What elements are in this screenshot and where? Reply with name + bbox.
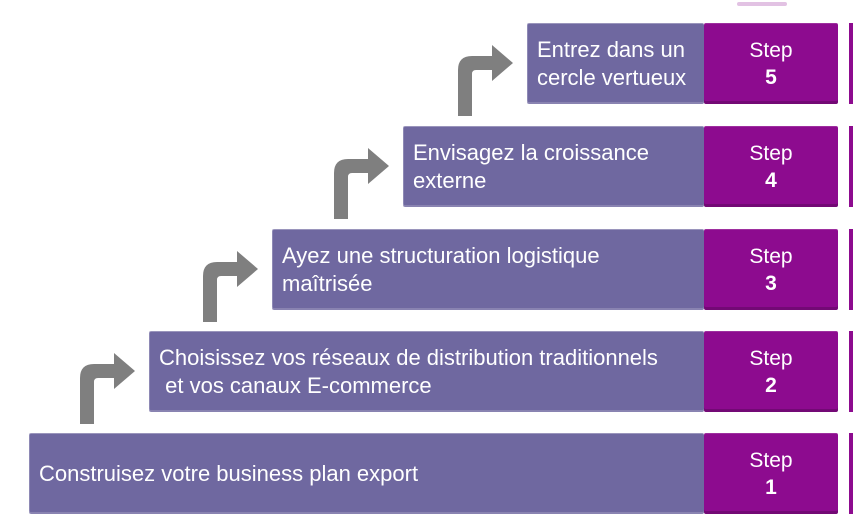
step-row-4: Envisagez la croissance externe Step 4 (0, 126, 857, 207)
step-3-bar: Ayez une structuration logistique maîtri… (272, 229, 704, 310)
step-1-bar: Construisez votre business plan export (29, 433, 704, 514)
step-4-number: 4 (765, 168, 777, 192)
step-1-number: 1 (765, 475, 777, 499)
step-1-number-box: Step 1 (704, 433, 838, 514)
step-2-number-box: Step 2 (704, 331, 838, 412)
step-5-number: 5 (765, 65, 777, 89)
step-2-description: Choisissez vos réseaux de distribution t… (159, 344, 658, 398)
curved-arrow-icon (334, 147, 389, 219)
step-1-description: Construisez votre business plan export (39, 460, 419, 486)
step-1-cropped-box-sliver (849, 433, 853, 514)
step-5-label: Step (749, 38, 793, 62)
step-5-number-box: Step 5 (704, 23, 838, 104)
step-row-5: Entrez dans un cercle vertueux Step 5 (0, 23, 857, 104)
step-row-2: Choisissez vos réseaux de distribution t… (0, 331, 857, 412)
step-row-1: Construisez votre business plan export S… (0, 433, 857, 514)
step-3-cropped-box-sliver (849, 229, 853, 310)
step-2-number: 2 (765, 373, 777, 397)
step-4-label: Step (749, 141, 793, 165)
step-3-label: Step (749, 244, 793, 268)
step-4-description: Envisagez la croissance externe (413, 139, 650, 193)
step-4-cropped-box-sliver (849, 126, 853, 207)
step-5-description: Entrez dans un cercle vertueux (537, 36, 687, 90)
curved-arrow-icon (80, 352, 135, 424)
step-2-cropped-box-sliver (849, 331, 853, 412)
curved-arrow-icon (458, 44, 513, 116)
step-5-cropped-box-sliver (849, 23, 853, 104)
step-1-label: Step (749, 448, 793, 472)
top-crop-artifact (737, 2, 787, 6)
curved-arrow-icon (203, 250, 258, 322)
step-3-number: 3 (765, 271, 777, 295)
step-4-number-box: Step 4 (704, 126, 838, 207)
step-3-number-box: Step 3 (704, 229, 838, 310)
step-5-bar: Entrez dans un cercle vertueux (527, 23, 704, 104)
step-row-3: Ayez une structuration logistique maîtri… (0, 229, 857, 310)
step-4-bar: Envisagez la croissance externe (403, 126, 704, 207)
step-2-bar: Choisissez vos réseaux de distribution t… (149, 331, 704, 412)
step-2-label: Step (749, 346, 793, 370)
step-3-description: Ayez une structuration logistique maîtri… (282, 242, 600, 296)
